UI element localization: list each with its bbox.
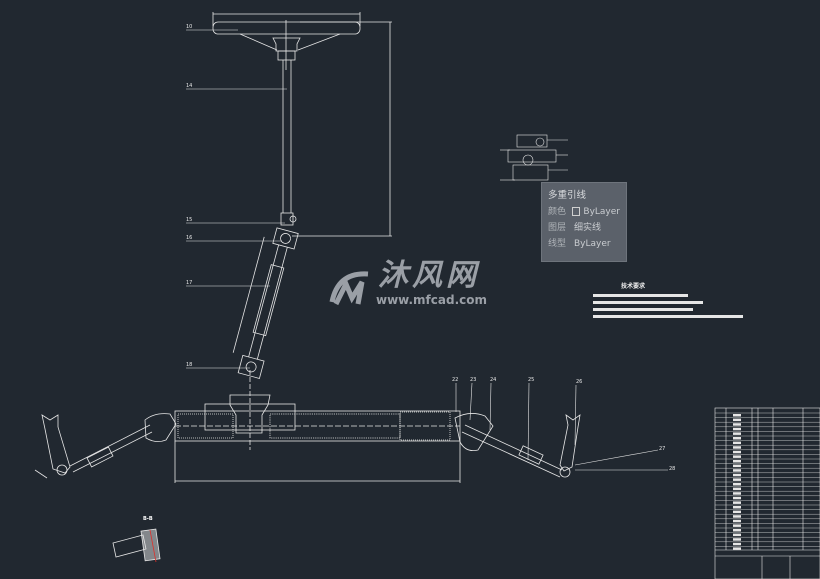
watermark-url: www.mfcad.com	[376, 293, 487, 307]
dimension-column-length	[292, 21, 392, 237]
table-cell-text	[733, 533, 741, 537]
table-cell-text	[733, 506, 741, 509]
table-cell-text	[733, 492, 741, 495]
table-cell-text	[733, 432, 741, 435]
table-cell-text	[733, 542, 741, 546]
callout-18: 18	[186, 362, 193, 368]
table-cell-text	[733, 418, 741, 422]
callout-14: 14	[186, 83, 193, 89]
table-cell-text	[733, 478, 741, 481]
table-cell-text	[733, 483, 741, 486]
callout-23: 23	[470, 377, 477, 383]
tooltip-row-layer: 图层细实线	[548, 223, 602, 233]
table-cell-text	[733, 427, 741, 431]
steering-column	[280, 60, 297, 226]
color-swatch-icon	[571, 207, 581, 216]
callout-26: 26	[576, 379, 583, 385]
detail-view	[500, 134, 568, 181]
tooltip-title: 多重引线	[548, 190, 587, 201]
table-cell-text	[733, 510, 741, 514]
callout-27: 27	[659, 446, 666, 452]
table-cell-text	[733, 464, 741, 468]
table-cell-text	[733, 529, 741, 532]
table-cell-text	[733, 473, 741, 477]
table-cell-text	[733, 515, 741, 518]
callout-24: 24	[490, 377, 497, 383]
callout-15: 15	[186, 217, 193, 223]
callout-22: 22	[452, 377, 459, 383]
tech-req-title: 技术要求	[621, 283, 646, 290]
table-cell-text	[733, 519, 741, 523]
table-cell-text	[733, 501, 741, 504]
table-cell-text	[733, 524, 741, 527]
callout-25: 25	[528, 377, 535, 383]
parts-list-rows	[715, 412, 820, 550]
table-cell-text	[733, 547, 741, 550]
table-cell-text	[733, 487, 741, 491]
table-cell-text	[733, 437, 741, 440]
callout-16: 16	[186, 235, 193, 241]
table-cell-text	[733, 460, 741, 463]
mfcad-logo-icon	[329, 271, 369, 306]
table-cell-text	[733, 496, 741, 500]
steering-wheel	[212, 12, 361, 70]
table-cell-text	[733, 441, 741, 445]
watermark-name: 沐风网	[378, 258, 480, 293]
table-cell-text	[733, 423, 741, 426]
technical-requirements: 技术要求	[593, 283, 773, 320]
section-label: B-B	[143, 516, 153, 522]
right-tie-rod	[454, 413, 581, 478]
callout-28: 28	[669, 466, 676, 472]
parts-list-table	[714, 407, 820, 579]
steering-rack	[174, 370, 461, 483]
callout-17: 17	[186, 280, 193, 286]
watermark: 沐风网 www.mfcad.com	[328, 260, 487, 314]
tech-req-lines	[593, 294, 743, 318]
callout-10: 10	[186, 24, 193, 30]
intermediate-shaft	[232, 227, 299, 379]
callout-leaders	[186, 29, 668, 471]
left-tie-rod	[34, 413, 177, 479]
table-cell-text	[733, 414, 741, 417]
table-cell-text	[733, 446, 741, 449]
table-cell-text	[733, 450, 741, 454]
table-cell-text	[733, 469, 741, 472]
section-view-b-b	[112, 528, 161, 563]
table-cell-text	[733, 538, 741, 541]
table-cell-text	[733, 455, 741, 458]
